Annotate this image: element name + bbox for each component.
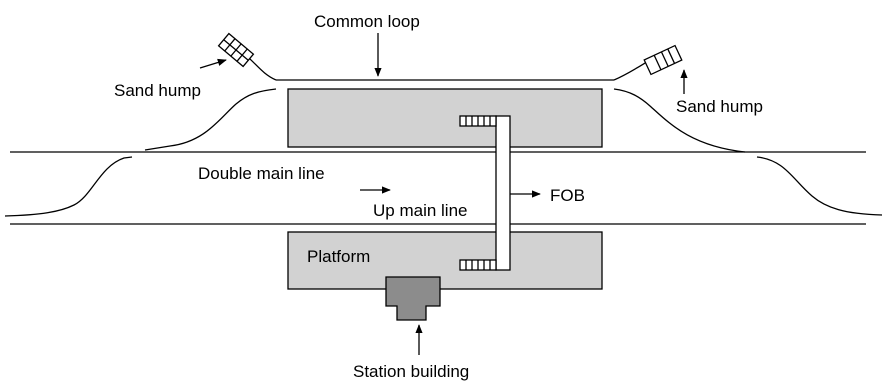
- fob-bridge-deck: [495, 115, 511, 271]
- fob-stairs-lower: [459, 259, 497, 271]
- fob-label: FOB: [550, 186, 585, 205]
- station-building: [385, 276, 441, 321]
- sand-hump-left-label: Sand hump: [114, 81, 201, 100]
- up-main-line-label: Up main line: [373, 201, 468, 220]
- turnout-curve-upper-right: [613, 88, 746, 153]
- sand-hump-left-arrow: [199, 58, 227, 69]
- double-main-line-label: Double main line: [198, 164, 325, 183]
- turnout-curve-lower-right: [756, 156, 883, 216]
- platform-label: Platform: [307, 247, 370, 266]
- island-platform: [287, 88, 603, 148]
- turnout-curve-lower-left: [4, 156, 133, 217]
- sand-hump-right: [643, 44, 683, 76]
- common-loop-label: Common loop: [314, 12, 420, 31]
- fob-stairs-upper: [459, 115, 497, 127]
- platform: [287, 231, 603, 290]
- turnout-curve-upper-left: [144, 88, 277, 151]
- sand-hump-left: [217, 32, 255, 68]
- sand-hump-right-label: Sand hump: [676, 97, 763, 116]
- station-building-label: Station building: [353, 362, 469, 381]
- sand-hump-siding-right: [613, 59, 651, 81]
